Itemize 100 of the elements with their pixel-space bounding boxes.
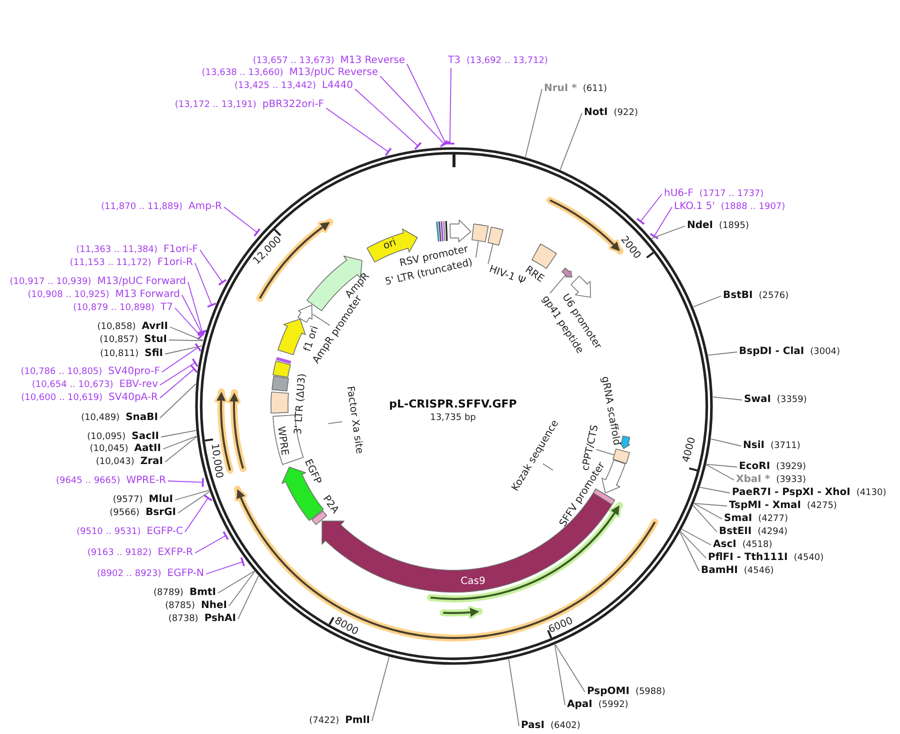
- leader-line: [488, 244, 494, 264]
- leader-line: [164, 346, 202, 354]
- enzyme-name: PmlI: [345, 715, 370, 727]
- primer-name: pBR322ori-F: [262, 99, 324, 111]
- enzyme-name: StuI: [144, 334, 167, 346]
- primer-location: (13,638 .. 13,660): [202, 67, 284, 79]
- cut-site-position: (4130): [856, 487, 886, 499]
- feature-label: EGFP: [301, 458, 323, 486]
- leader-line: [354, 88, 422, 150]
- leader-line: [706, 464, 734, 480]
- cut-site-position: (4540): [794, 552, 824, 564]
- primer-location: (11,363 .. 11,384): [76, 244, 158, 256]
- enzyme-name: SacII: [132, 431, 159, 443]
- cut-site-position: (6402): [550, 720, 580, 732]
- scale-label: 6000: [547, 616, 575, 636]
- cut-site-position: (922): [614, 107, 638, 119]
- enzyme-name: EcoRI: [739, 461, 770, 473]
- enzyme-name: NheI: [201, 600, 227, 612]
- enzyme-name: BstBI: [723, 290, 753, 302]
- cut-site-position: (8738): [168, 613, 198, 625]
- enzyme-name: NsiI: [743, 440, 764, 452]
- leader-line: [475, 240, 479, 258]
- leader-line: [712, 396, 742, 400]
- cut-site-position: (10,045): [90, 443, 128, 455]
- scale-label: 8000: [332, 616, 360, 638]
- cut-site-position: (10,811): [100, 348, 139, 360]
- leader-line: [508, 658, 520, 726]
- leader-line: [554, 644, 586, 692]
- leader-line: [174, 490, 210, 500]
- cut-site-position: (9577): [112, 494, 143, 506]
- primer-location: (8902 .. 8923): [97, 568, 162, 580]
- primer-name: M13 Forward: [115, 289, 180, 301]
- primer-location: (9645 .. 9665): [56, 475, 120, 487]
- cut-site-position: (5988): [635, 686, 666, 698]
- cut-site-position: (3004): [810, 346, 840, 358]
- leader-line: [224, 206, 261, 237]
- leader-line: [524, 88, 542, 158]
- plasmid-size: 13,735 bp: [430, 412, 476, 424]
- primer-location: (13,172 .. 13,191): [174, 99, 256, 111]
- primer-name: EXFP-R: [158, 547, 193, 559]
- cut-site-position: (5992): [598, 699, 628, 711]
- leader-line: [328, 421, 343, 424]
- enzyme-name: BmtI: [189, 587, 216, 599]
- primer-location: (11,870 .. 11,889): [101, 201, 182, 213]
- cut-site-position: (3359): [776, 394, 807, 406]
- enzyme-name: ApaI: [567, 699, 592, 711]
- enzyme-name: BspDI - ClaI: [739, 346, 804, 358]
- leader-line: [184, 494, 213, 532]
- leader-line: [444, 68, 456, 144]
- primer-name: EBV-rev: [119, 379, 158, 391]
- enzyme-name: SwaI: [744, 394, 771, 406]
- leader-line: [692, 296, 722, 308]
- cut-site-position: (3711): [770, 440, 800, 452]
- cut-site-position: (3933): [776, 474, 806, 486]
- leader-line: [170, 326, 204, 342]
- leader-line: [554, 644, 566, 706]
- leader-line: [692, 505, 718, 532]
- primer-location: (9510 .. 9531): [76, 526, 141, 538]
- feature-label: WPRE: [274, 426, 290, 456]
- primer-location: (9163 .. 9182): [87, 547, 152, 559]
- enzyme-name: XbaI *: [736, 474, 770, 486]
- primer-name: F1ori-F: [164, 244, 198, 256]
- leader-line: [174, 308, 206, 340]
- feature-label: 3' LTR (ΔU3): [292, 373, 310, 435]
- leader-line: [380, 76, 448, 148]
- cut-site-position: (9566): [110, 507, 140, 519]
- cut-site-position: (10,043): [96, 456, 134, 468]
- leader-line: [596, 449, 615, 456]
- leader-line: [560, 112, 582, 170]
- leader-line: [182, 294, 207, 336]
- enzyme-name: PasI: [521, 720, 544, 732]
- primer-name: hU6-F: [664, 188, 694, 200]
- primer-location: (1717 .. 1737): [699, 188, 764, 200]
- leader-line: [636, 194, 662, 226]
- scale-label: 10,000: [208, 442, 224, 480]
- primer-name: EGFP-C: [146, 526, 183, 538]
- leader-line: [649, 206, 672, 240]
- feature-label: gRNA scaffold: [598, 376, 622, 446]
- primer-name: SV40pA-R: [108, 392, 158, 404]
- cut-site-position: (10,489): [81, 412, 120, 424]
- leader-line: [162, 436, 198, 450]
- primer-name: SV40pro-F: [108, 366, 160, 378]
- primer-name: L4440: [322, 80, 353, 92]
- leader-line: [680, 531, 706, 558]
- enzyme-name: NruI *: [544, 83, 577, 95]
- cut-site-position: (4546): [744, 565, 774, 577]
- leader-line: [694, 503, 722, 520]
- enzyme-name: PspOMI: [587, 686, 630, 698]
- enzyme-name: AvrII: [142, 321, 168, 333]
- cut-site-position: (4275): [807, 500, 837, 512]
- feature-label: ori: [382, 237, 398, 253]
- primer-name: EGFP-N: [167, 568, 204, 580]
- leader-line: [162, 342, 202, 372]
- enzyme-name: TspMI - XmaI: [729, 500, 801, 512]
- cut-site-position: (10,858): [97, 321, 136, 333]
- leader-line: [312, 314, 330, 326]
- leader-line: [200, 250, 228, 286]
- leader-line: [194, 262, 217, 308]
- cut-site-position: (10,857): [100, 334, 138, 346]
- leader-line: [160, 364, 198, 398]
